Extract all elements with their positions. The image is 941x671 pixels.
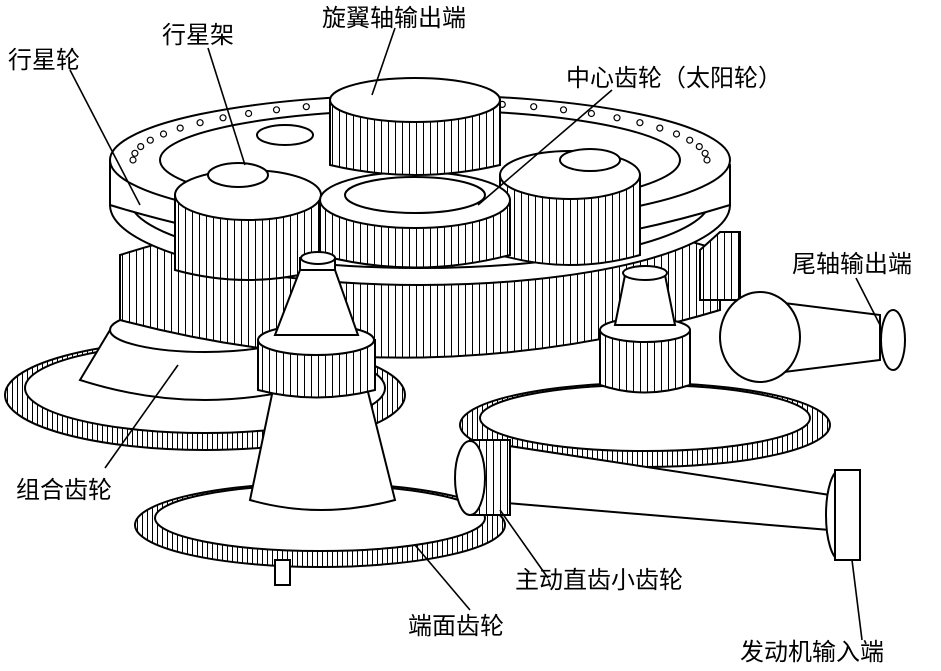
label-planet-carrier: 行星架: [162, 21, 234, 49]
bolt-hole: [695, 143, 703, 151]
bolt-hole: [587, 109, 596, 118]
leader-lines: [69, 27, 881, 641]
label-combined-gear: 组合齿轮: [16, 476, 112, 504]
label-sun-gear: 中心齿轮（太阳轮）: [566, 64, 782, 92]
bolt-hole: [672, 130, 681, 138]
bolt-hole: [131, 149, 139, 157]
bolt-hole: [613, 114, 621, 122]
bolt-hole: [530, 103, 538, 111]
label-engine-input: 发动机输入端: [740, 638, 884, 666]
bolt-hole: [302, 103, 310, 111]
bolt-hole: [146, 136, 154, 144]
bolt-hole: [196, 119, 204, 127]
bolt-hole: [137, 143, 145, 151]
label-planet-gear: 行星轮: [8, 46, 80, 74]
bolt-hole: [559, 106, 568, 114]
bolt-hole: [129, 156, 137, 164]
bolt-hole: [703, 156, 711, 164]
label-face-gear: 端面齿轮: [408, 612, 504, 640]
face-gear-drawing: [459, 265, 831, 468]
bolt-hole: [272, 106, 281, 114]
label-tail-shaft-output: 尾轴输出端: [792, 250, 912, 278]
left-cone-drawing: [134, 251, 506, 586]
sun-gear-drawing: [319, 77, 511, 269]
label-spur-pinion: 主动直齿小齿轮: [515, 566, 683, 594]
bolt-hole: [636, 119, 644, 127]
bolt-hole: [219, 114, 227, 122]
tail-shaft-drawing: [699, 231, 906, 383]
bolt-hole: [245, 109, 253, 118]
bolt-hole: [686, 136, 694, 144]
label-rotor-shaft-output: 旋翼轴输出端: [322, 4, 466, 32]
bolt-hole: [176, 124, 184, 132]
bolt-hole: [656, 124, 664, 132]
planet-gears-drawing: [174, 124, 641, 281]
bolt-hole: [701, 149, 709, 157]
bolt-hole: [159, 130, 168, 138]
engine-input-drawing: [454, 438, 861, 561]
